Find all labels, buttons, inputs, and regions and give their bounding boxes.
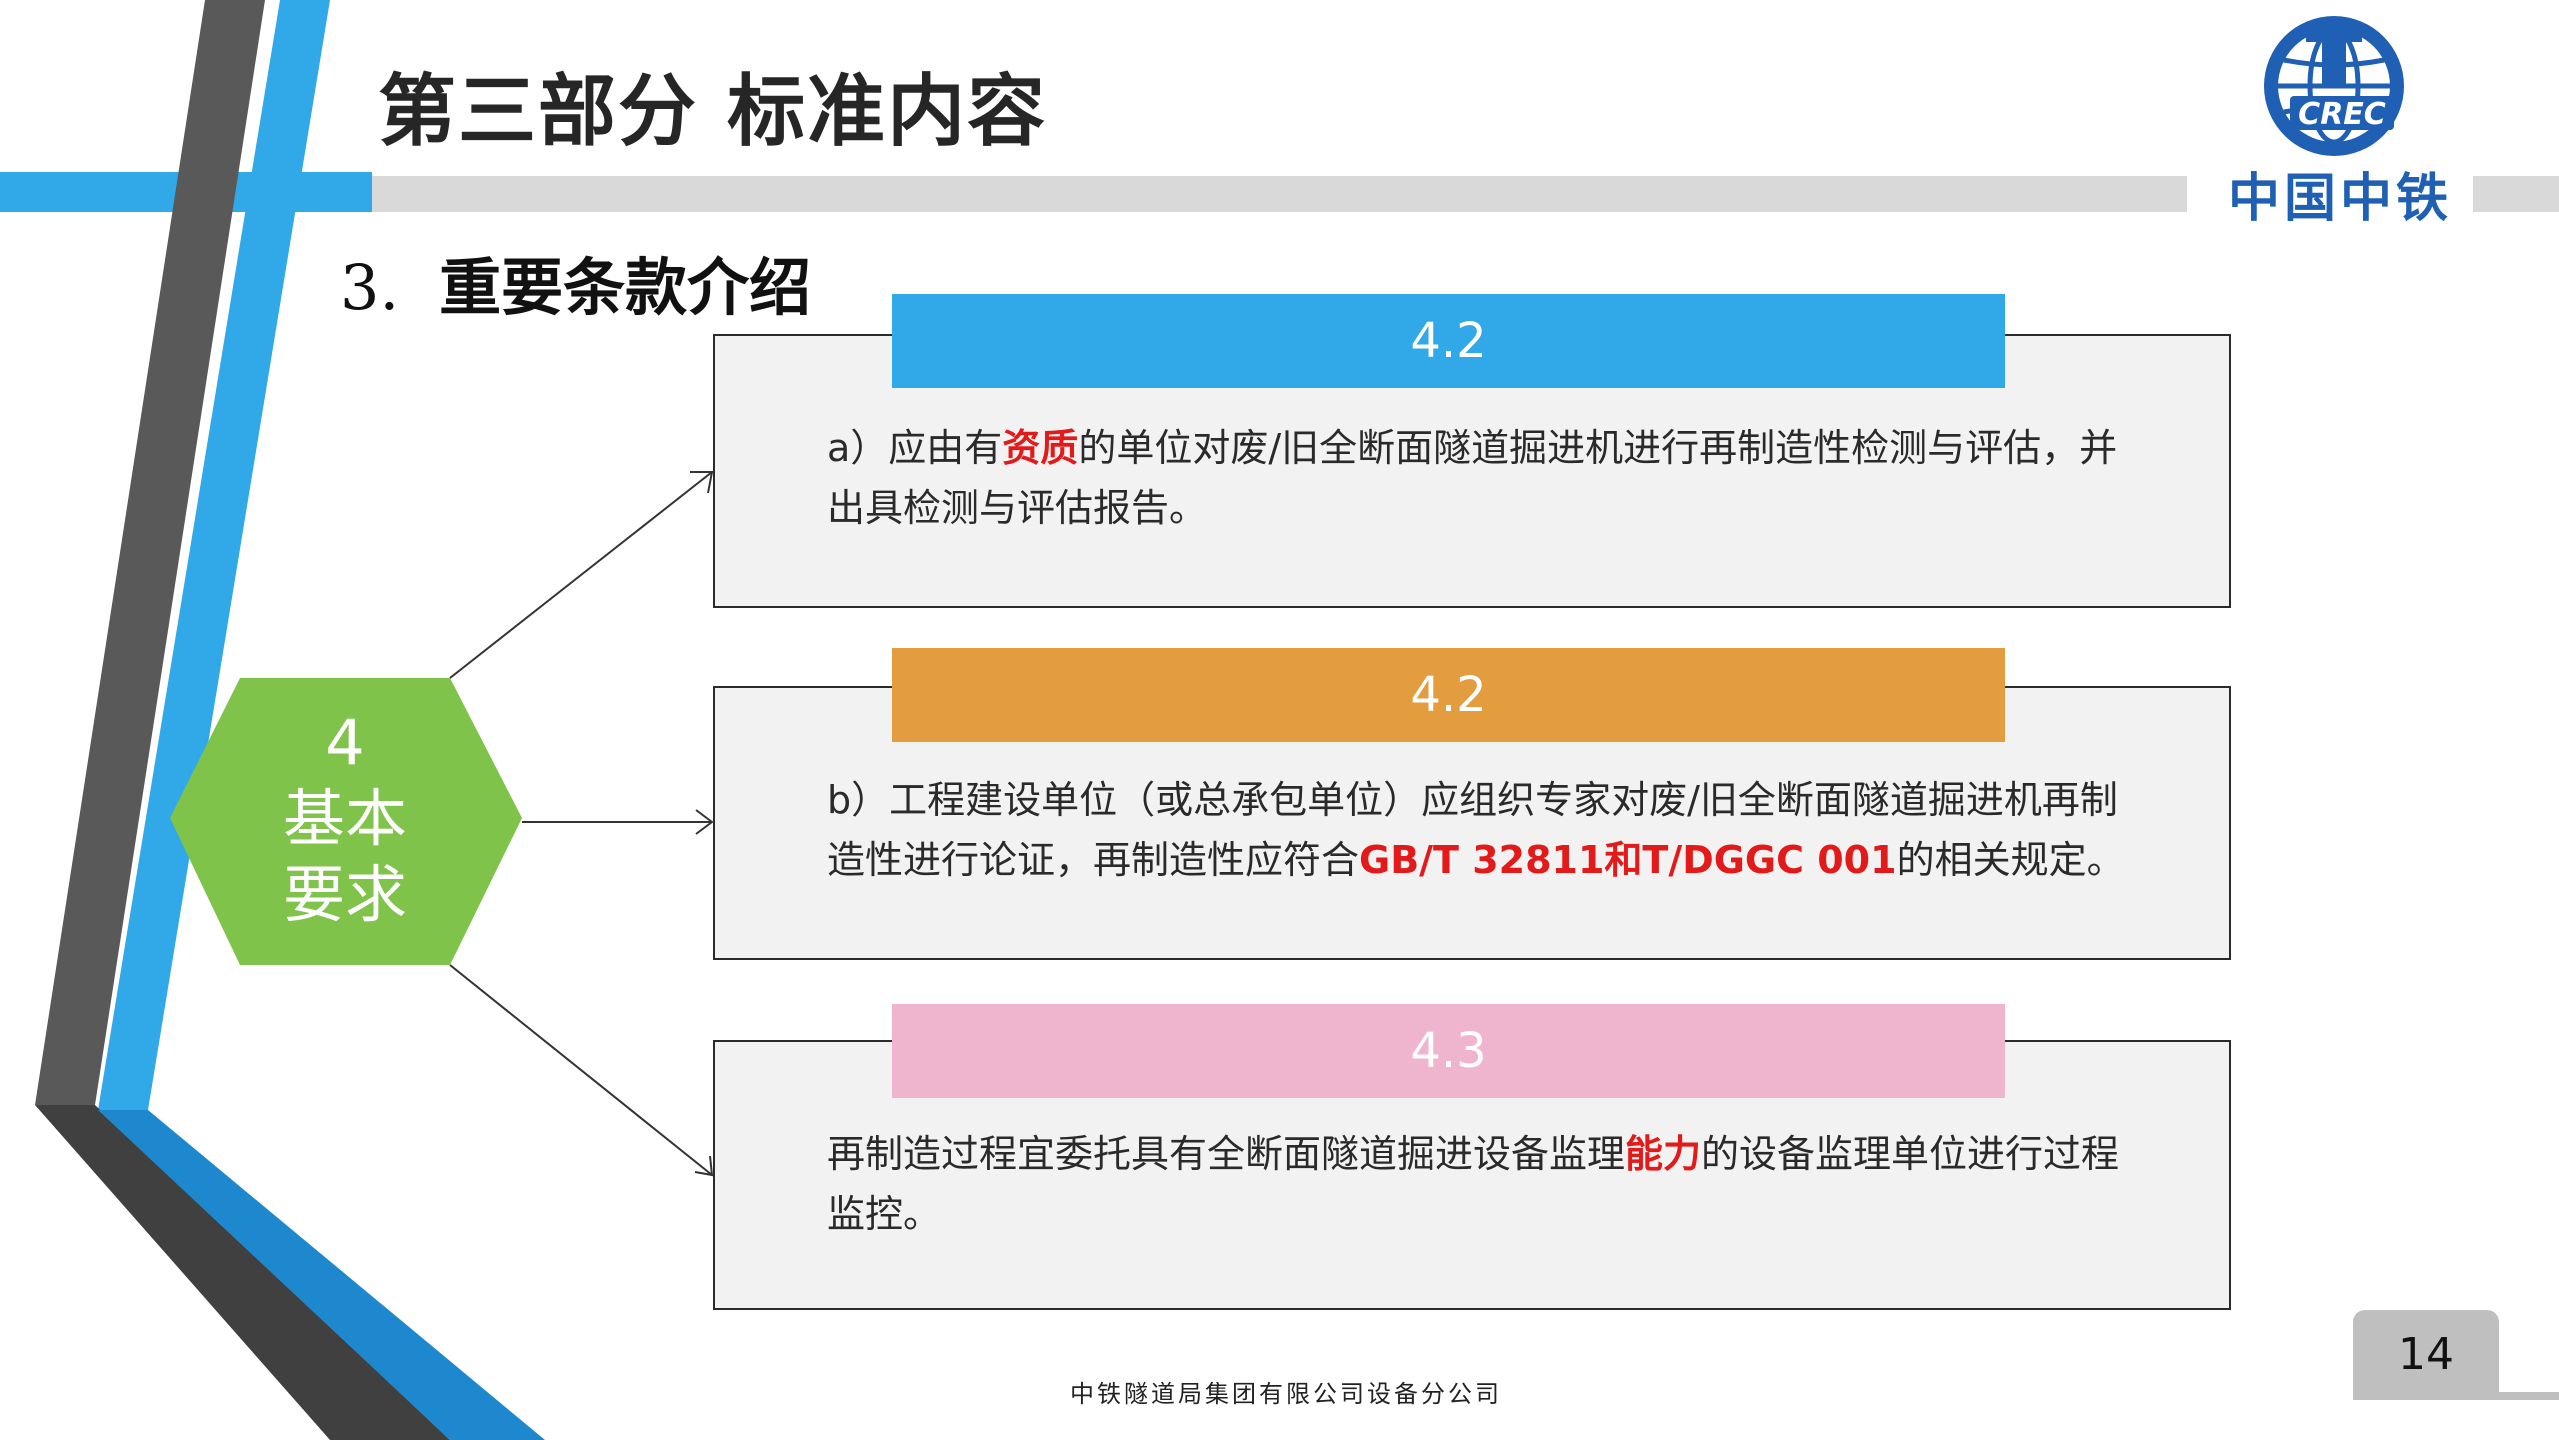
clause-card-3-text: 再制造过程宜委托具有全断面隧道掘进设备监理能力的设备监理单位进行过程监控。 [827, 1132, 2120, 1236]
clause-card-1-text: a）应由有资质的单位对废/旧全断面隧道掘进机进行再制造性检测与评估，并出具检测与… [827, 426, 2118, 530]
clause-card-1-band: 4.2 [892, 294, 2005, 388]
logo-text: 中国中铁 [2228, 169, 2453, 229]
clause-card-2-band: 4.2 [892, 648, 2005, 742]
bottom-dark-diagonal [35, 1105, 450, 1440]
crec-logo-icon: CREC [2264, 16, 2404, 156]
header-gray-bar [372, 176, 2187, 212]
page-number-box [2353, 1310, 2499, 1400]
clause-card-1-highlight: 资质 [1002, 426, 1079, 470]
page-title: 第三部分 标准内容 [378, 67, 1048, 157]
svg-text:CREC: CREC [2298, 97, 2386, 132]
clause-card-2-highlight: GB/T 32811和T/DGGC 001 [1359, 838, 1897, 882]
section-heading: 重要条款介绍 [439, 251, 812, 324]
clause-card-3-highlight: 能力 [1625, 1132, 1702, 1176]
header-gray-bar-right [2473, 176, 2559, 212]
clause-card-3-band: 4.3 [892, 1004, 2005, 1098]
page-number: 14 [2398, 1329, 2454, 1380]
section-number: 3. [340, 251, 400, 324]
section-subtitle: 3. 重要条款介绍 [340, 248, 811, 328]
left-blue-stripe [98, 0, 330, 1110]
connector-arrows [449, 471, 714, 1177]
footer-company: 中铁隧道局集团有限公司设备分公司 [1070, 1380, 1502, 1408]
clause-card-2-text: b）工程建设单位（或总承包单位）应组织专家对废/旧全断面隧道掘进机再制造性进行论… [827, 778, 2125, 882]
bottom-blue-diagonal [98, 1110, 545, 1440]
left-dark-stripe [35, 0, 265, 1105]
hexagon-label: 4 基本 要求 [282, 706, 407, 931]
hexagon-shape [170, 678, 522, 965]
